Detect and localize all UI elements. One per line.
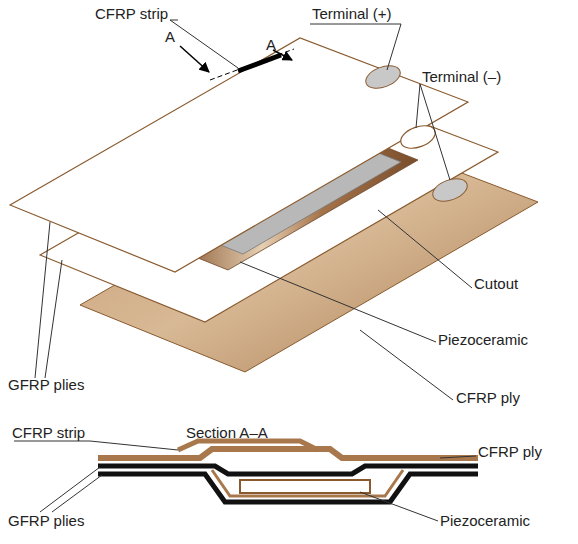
part-label: Piezoceramic [440, 512, 530, 529]
part-label: CFRP strip [12, 424, 85, 441]
part-label: A [266, 36, 276, 53]
part-label: GFRP plies [8, 376, 84, 393]
part-label: GFRP plies [8, 512, 84, 529]
section-view [98, 441, 478, 502]
terminal-pad [363, 61, 404, 92]
part-label: Cutout [474, 275, 518, 292]
part-label: Piezoceramic [438, 331, 528, 348]
part-label: A [165, 28, 175, 45]
leader-lines [14, 441, 476, 521]
part-label: Terminal (+) [312, 5, 392, 22]
part-label: Terminal (–) [422, 68, 501, 85]
part-label: CFRP ply [478, 443, 542, 460]
terminal-hole [398, 121, 439, 152]
leader-lines [35, 20, 472, 400]
gfrp-ply [10, 38, 468, 272]
section-arrow [180, 46, 209, 72]
cfrp-strip [238, 55, 281, 71]
part-label: CFRP ply [456, 389, 520, 406]
part-label: Section A–A [186, 424, 268, 441]
part-label: CFRP strip [95, 5, 168, 22]
section-line [210, 49, 294, 80]
